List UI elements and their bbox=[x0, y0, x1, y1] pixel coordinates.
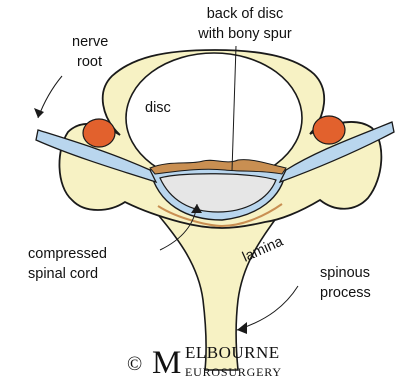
arrow-nerve-root bbox=[34, 108, 44, 118]
label-back-of-disc-1: back of disc bbox=[207, 6, 284, 22]
watermark-copyright: © bbox=[127, 353, 142, 375]
label-compressed-2: spinal cord bbox=[28, 266, 98, 282]
watermark-top: ELBOURNE bbox=[185, 343, 280, 362]
arrow-spinous bbox=[237, 322, 247, 334]
artery-left bbox=[83, 119, 115, 147]
watermark-m: M bbox=[152, 345, 181, 381]
label-compressed-1: compressed bbox=[28, 246, 107, 262]
label-spinous-2: process bbox=[320, 285, 371, 301]
label-nerve-root-2: root bbox=[77, 54, 102, 70]
label-disc: disc bbox=[145, 100, 171, 116]
label-spinous-1: spinous bbox=[320, 265, 370, 281]
label-nerve-root-1: nerve bbox=[72, 34, 108, 50]
label-back-of-disc-2: with bony spur bbox=[197, 26, 292, 42]
watermark-bottom: EUROSURGERY bbox=[185, 365, 282, 379]
artery-right bbox=[313, 116, 345, 144]
